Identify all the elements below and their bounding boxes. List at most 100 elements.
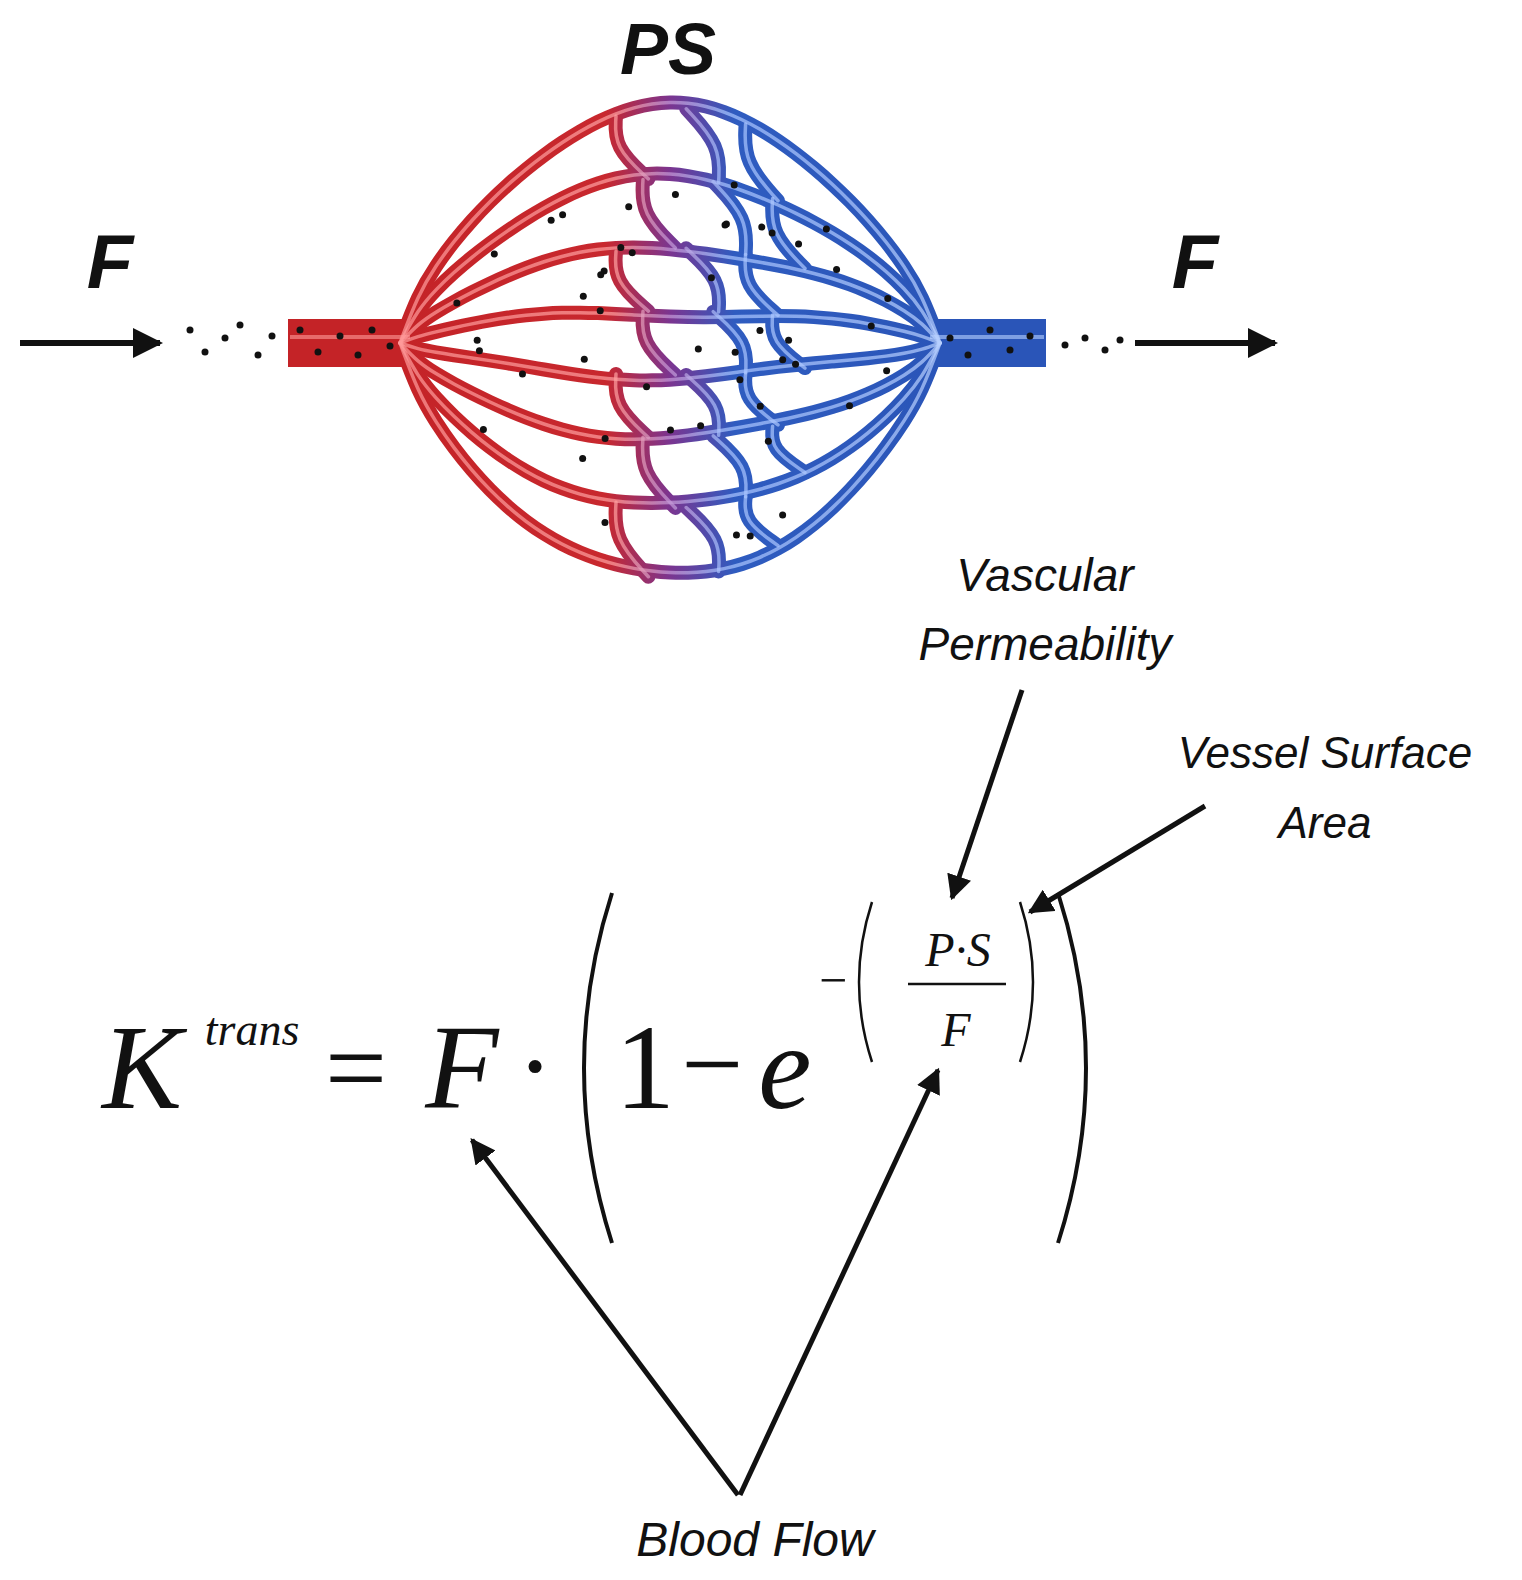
vessel — [686, 248, 719, 312]
vessel-highlight — [400, 343, 940, 380]
vessel — [616, 374, 649, 438]
tracer-dot — [1117, 337, 1124, 344]
tracer-dot — [222, 335, 229, 342]
equation-symbol: F — [941, 1004, 970, 1057]
equation-symbol: K — [102, 1002, 182, 1134]
flow-arrow — [1135, 340, 1275, 346]
tracer-dot — [597, 307, 604, 314]
tracer-dot — [617, 244, 624, 251]
tracer-dot — [601, 519, 608, 526]
tracer-dot — [602, 435, 609, 442]
tracer-dot — [868, 323, 875, 330]
tracer-dot — [1062, 342, 1069, 349]
region-label: PS — [620, 10, 716, 89]
vessel-highlight — [686, 248, 719, 312]
parenthesis — [1020, 902, 1033, 1062]
tracer-dot — [474, 337, 481, 344]
tracer-dot — [480, 426, 487, 433]
tracer-dot — [795, 240, 802, 247]
tracer-dot — [1082, 335, 1089, 342]
vessel-highlight — [400, 247, 940, 343]
tracer-dot — [202, 349, 209, 356]
vessel-highlight — [400, 103, 940, 343]
vessel — [713, 312, 746, 373]
tracer-dot — [629, 249, 636, 256]
tracer-dot — [846, 402, 853, 409]
vessel-highlight — [745, 373, 778, 425]
equation-symbol: e — [758, 1002, 811, 1134]
parenthesis — [859, 902, 872, 1062]
tracer-dot — [548, 217, 555, 224]
parenthesis — [584, 893, 612, 1243]
capillary-network — [288, 103, 1046, 577]
vessel — [643, 311, 676, 375]
tracer-dot — [667, 427, 674, 434]
tracer-dot — [769, 230, 776, 237]
vessel-highlight — [686, 375, 719, 435]
tracer-dot — [884, 295, 891, 302]
tracer-dot — [758, 224, 765, 231]
vessel-highlight — [643, 311, 676, 375]
leader-arrow — [1030, 806, 1205, 912]
tracer-dot — [187, 327, 194, 334]
vessel — [400, 103, 940, 343]
tracer-dot — [519, 370, 526, 377]
tracer-dot — [559, 211, 566, 218]
vessel-highlight — [400, 343, 940, 573]
tracer-dot — [765, 438, 772, 445]
vessel-highlight — [745, 254, 778, 315]
equation-operator: − — [819, 953, 847, 1008]
tracer-dot — [756, 327, 763, 334]
vessel-highlight — [400, 343, 940, 439]
tracer-dot — [708, 274, 715, 281]
vessel-highlight — [616, 116, 649, 179]
tracer-dot — [785, 337, 792, 344]
tracer-dot — [723, 221, 730, 228]
tracer-dot — [597, 271, 604, 278]
vessel-highlight — [400, 174, 940, 343]
vessel-highlight — [713, 436, 746, 497]
tracer-dot — [731, 181, 738, 188]
equation-superscript: trans — [205, 1005, 300, 1056]
tracer-dot — [695, 345, 702, 352]
artery-highlight — [290, 335, 410, 339]
tracer-dot — [779, 356, 786, 363]
equation-operator: · — [517, 1006, 554, 1127]
vessel — [400, 343, 940, 439]
tracer-dot — [387, 343, 394, 350]
tracer-dot — [643, 383, 650, 390]
vessel-highlight — [400, 313, 940, 343]
vessel-highlight — [713, 312, 746, 373]
tracer-dot — [733, 531, 740, 538]
tracer-dot — [965, 352, 972, 359]
vessel — [713, 182, 746, 255]
vessel-highlight — [616, 374, 649, 438]
flow-label: F — [1172, 220, 1218, 304]
tracer-dot — [580, 293, 587, 300]
annotation: Vascular Permeability — [895, 541, 1195, 679]
tracer-dot — [491, 250, 498, 257]
fraction-bar — [908, 983, 1006, 986]
vessel — [400, 247, 940, 343]
vessel — [772, 426, 805, 472]
equation-symbol: P·S — [925, 924, 990, 977]
tracer-dot — [672, 191, 679, 198]
vessel-highlight — [616, 502, 649, 576]
vessel-highlight — [643, 437, 676, 508]
vessel — [745, 373, 778, 425]
tracer-dot — [1007, 347, 1014, 354]
vessel — [400, 313, 940, 343]
vessel-highlight — [686, 109, 719, 183]
vessel — [616, 251, 649, 311]
tracer-dot — [1102, 347, 1109, 354]
parenthesis — [1058, 893, 1086, 1243]
tracer-dot — [732, 349, 739, 356]
equation-symbol: F — [425, 1002, 498, 1134]
tracer-dot — [625, 203, 632, 210]
flow-arrow — [20, 340, 160, 346]
tracer-dots — [187, 181, 1124, 539]
annotation: Vessel Surface Area — [1150, 718, 1500, 859]
tracer-dot — [823, 225, 830, 232]
tracer-dot — [237, 322, 244, 329]
